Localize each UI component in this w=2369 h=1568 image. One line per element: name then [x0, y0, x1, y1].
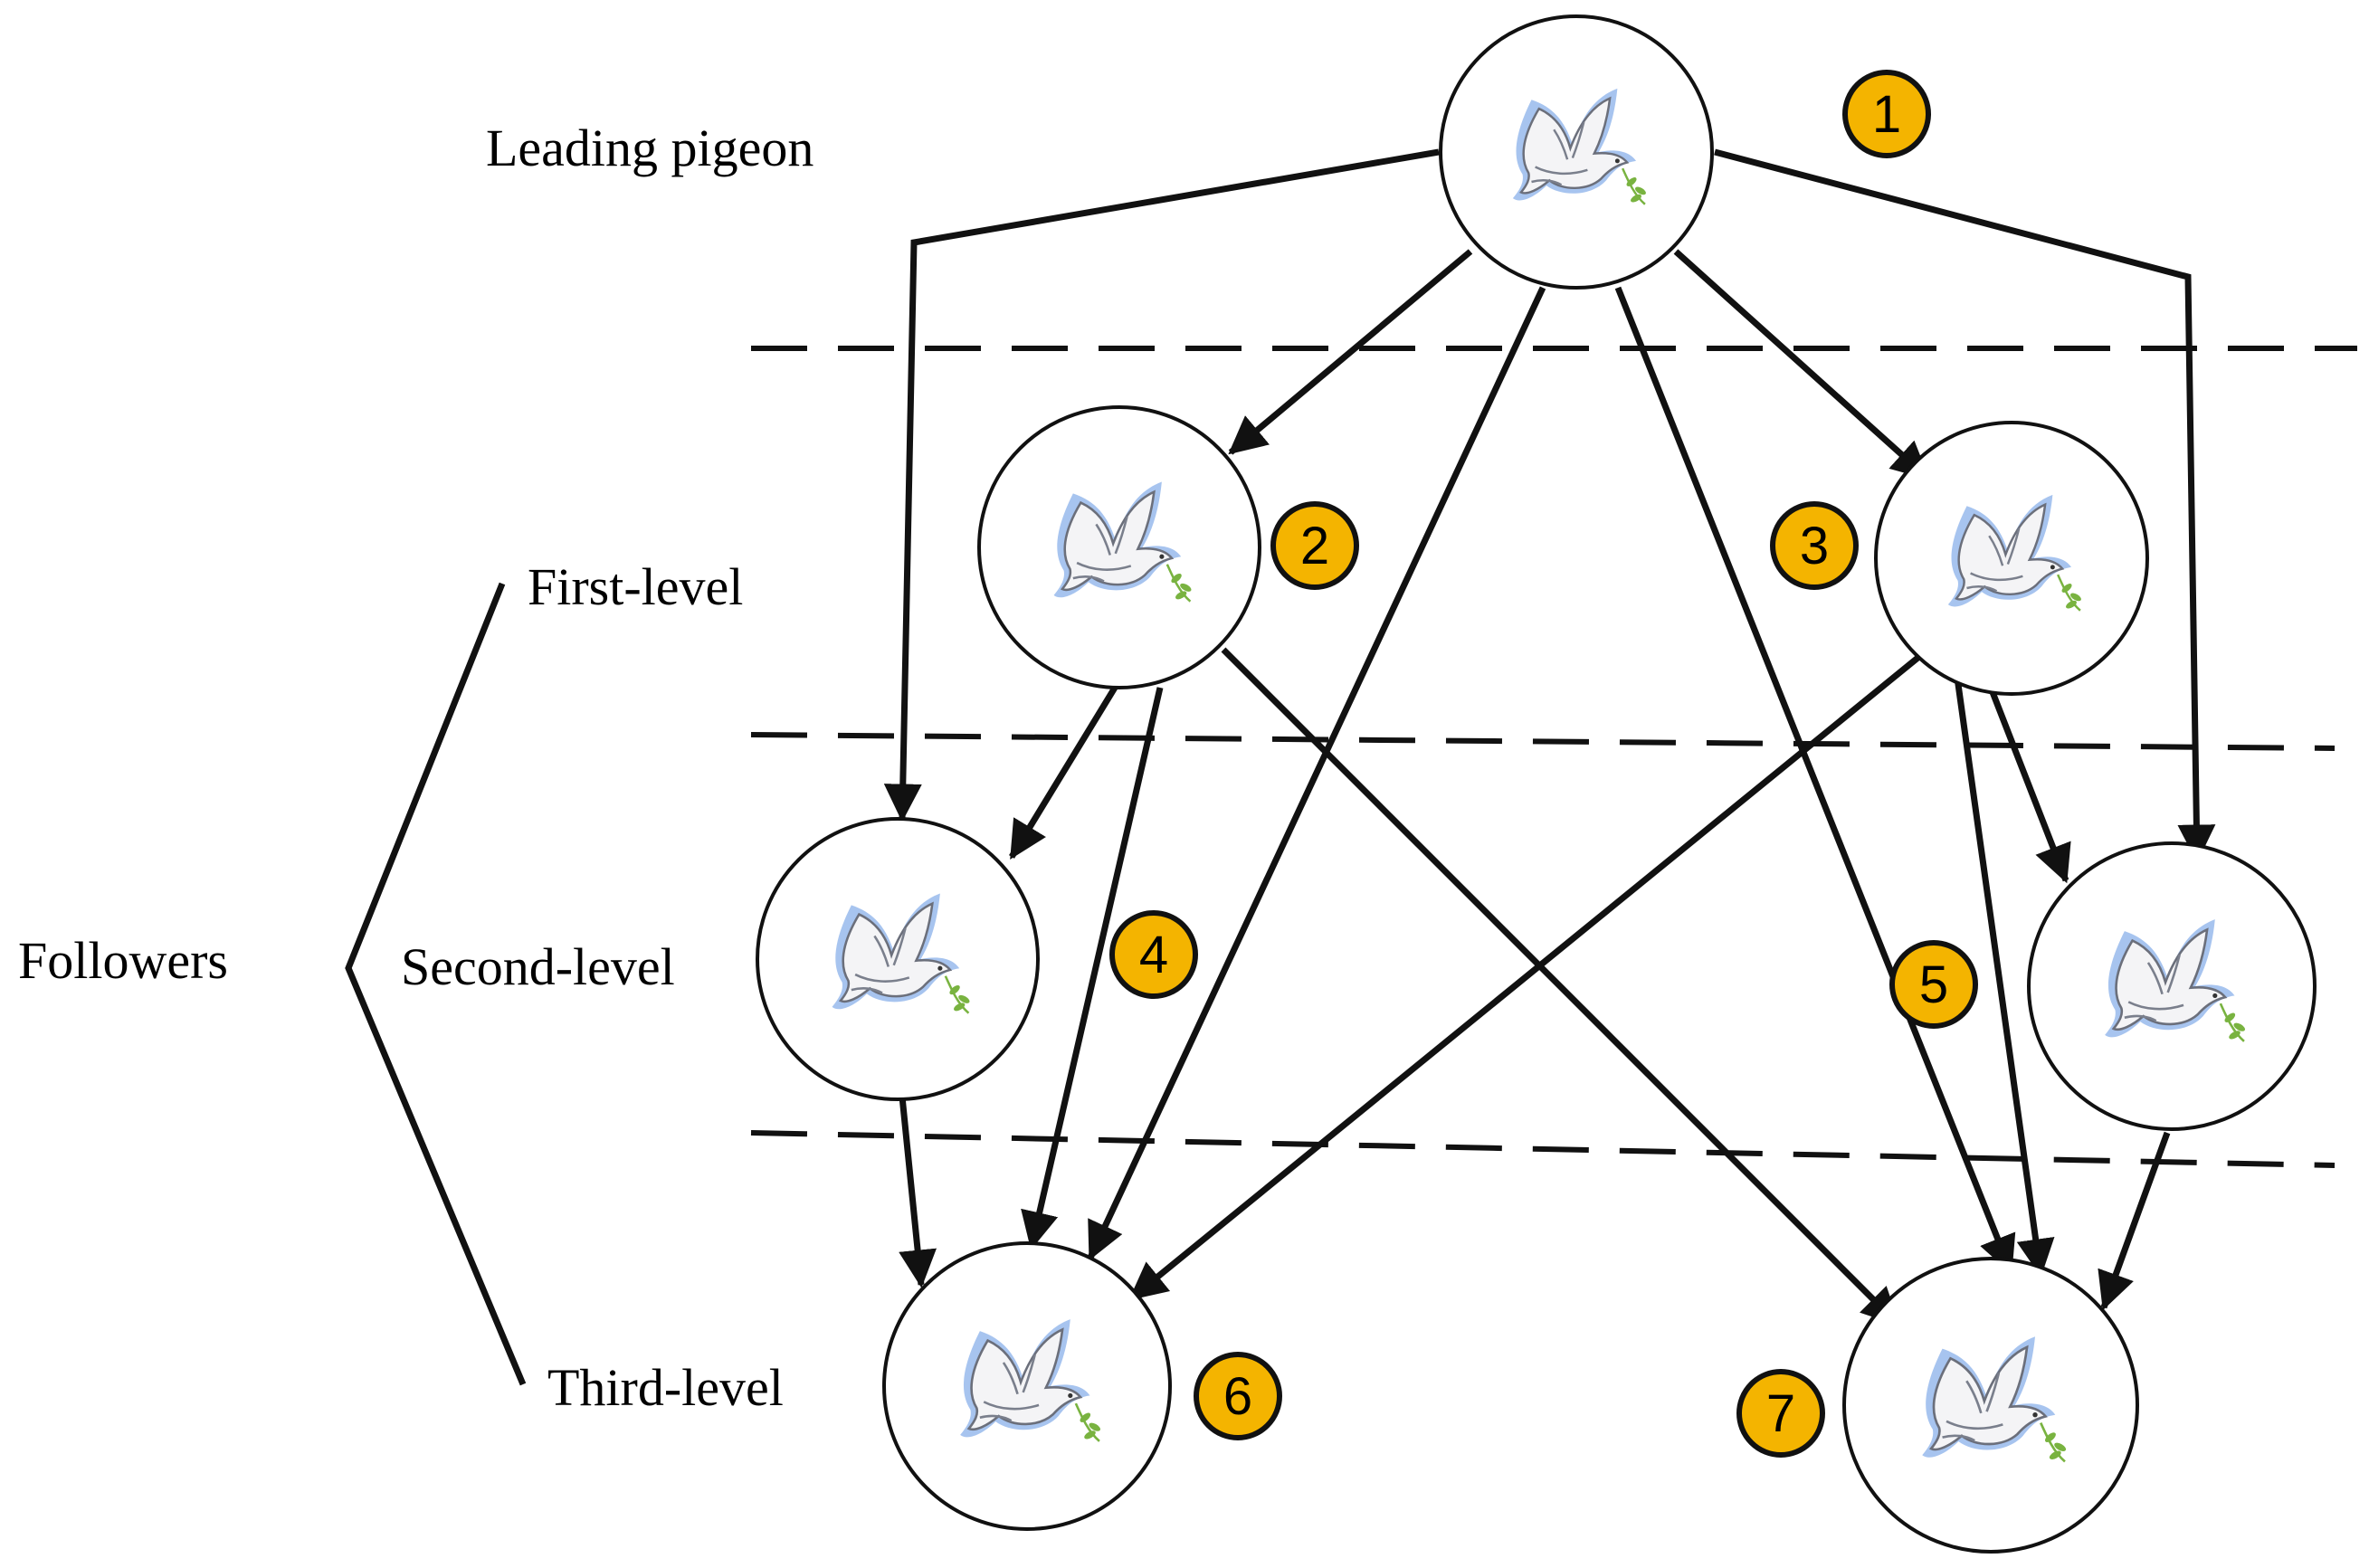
- node-badge-number: 1: [1872, 85, 1901, 144]
- label-third-level: Third-level: [547, 1358, 784, 1417]
- level-separator-3: [750, 1130, 2336, 1168]
- arrow-4-to-6: [899, 1096, 937, 1288]
- node-badge-number: 5: [1919, 955, 1948, 1014]
- node-badge-3: [1770, 501, 1859, 590]
- label-followers: Followers: [18, 931, 228, 990]
- pigeon-node-4: 4: [756, 817, 1198, 1101]
- arrow-5-to-7: [2098, 1131, 2171, 1311]
- arrow-3-to-6: [1128, 649, 1928, 1301]
- node-badge-number: 2: [1300, 517, 1329, 575]
- arrow-3-to-7: [1953, 670, 2055, 1278]
- pigeon-node-1: 1: [1439, 14, 1931, 290]
- level-separator-2: [750, 732, 2336, 751]
- nodes-layer: 1 2 3 4 5 6 7: [756, 14, 2317, 1554]
- followers-bracket: [345, 582, 527, 1386]
- label-leading-pigeon: Leading pigeon: [486, 119, 814, 177]
- node-badge-2: [1270, 501, 1359, 590]
- node-badge-7: [1736, 1369, 1825, 1458]
- node-badge-number: 6: [1223, 1367, 1252, 1426]
- node-badge-4: [1109, 910, 1198, 999]
- arrow-2-to-6: [1021, 687, 1164, 1250]
- pigeon-node-5: 5: [1889, 841, 2317, 1131]
- arrow-1-to-6: [1087, 286, 1546, 1261]
- arrow-1-to-3: [1673, 249, 1930, 480]
- label-second-level: Second-level: [401, 937, 675, 996]
- node-badge-number: 3: [1800, 517, 1829, 575]
- node-badge-number: 7: [1766, 1384, 1795, 1443]
- arrow-1-to-2: [1228, 249, 1473, 455]
- pigeon-node-2: 2: [977, 405, 1359, 689]
- pigeon-node-6: 6: [882, 1241, 1282, 1531]
- lines-layer: [345, 148, 2357, 1386]
- node-badge-number: 4: [1139, 926, 1168, 984]
- node-badge-1: [1842, 70, 1931, 158]
- arrow-1-to-7: [1614, 286, 2016, 1275]
- pigeon-node-3: 3: [1770, 421, 2149, 696]
- arrow-2-to-7: [1221, 647, 1900, 1326]
- arrow-1-to-4: [883, 148, 1440, 822]
- arrow-2-to-4: [1009, 686, 1118, 860]
- node-badge-6: [1194, 1352, 1282, 1440]
- pigeon-node-7: 7: [1736, 1257, 2139, 1554]
- arrow-1-to-5: [1714, 148, 2216, 863]
- node-badge-5: [1889, 940, 1978, 1029]
- arrow-3-to-5: [1989, 690, 2071, 884]
- label-first-level: First-level: [528, 557, 744, 616]
